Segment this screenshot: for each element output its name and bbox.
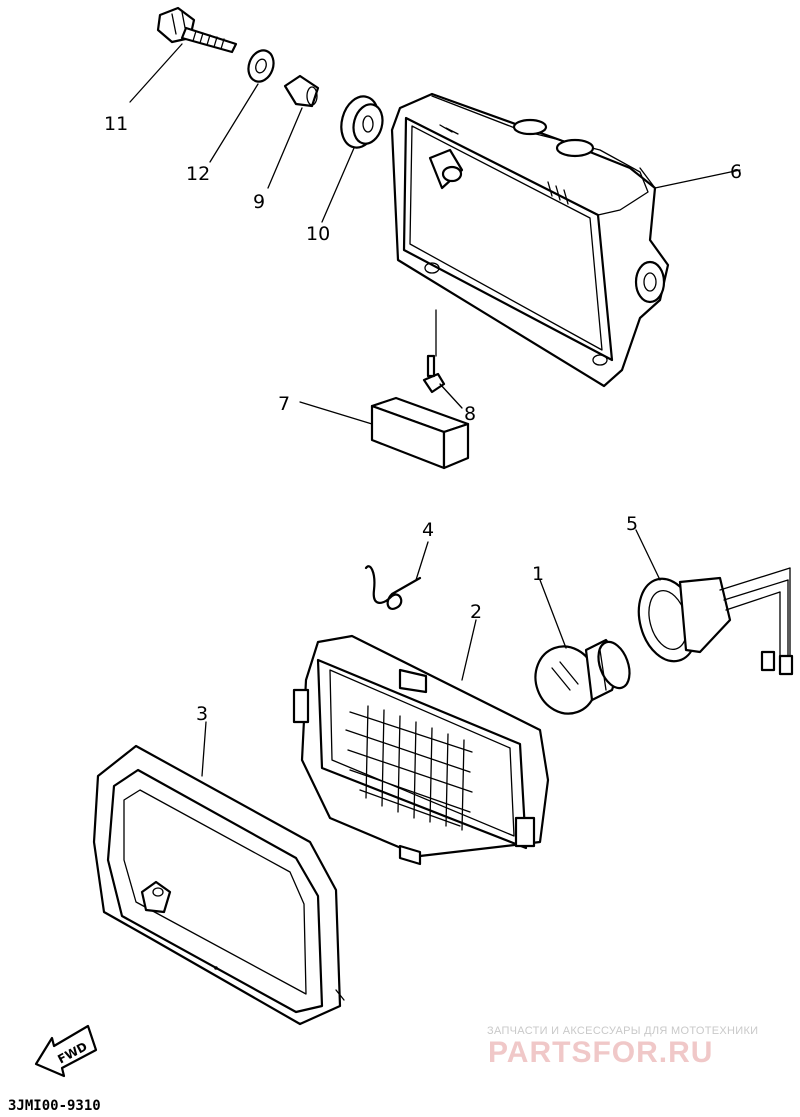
watermark-brand: PARTSFOR.RU bbox=[488, 1036, 713, 1069]
callout-11: 11 bbox=[104, 113, 128, 135]
collar-part-9 bbox=[283, 74, 320, 108]
callout-1: 1 bbox=[532, 563, 544, 585]
callout-4: 4 bbox=[422, 519, 434, 541]
callout-10: 10 bbox=[306, 223, 330, 245]
callout-3: 3 bbox=[196, 703, 208, 725]
block-part-7 bbox=[370, 396, 470, 470]
watermark-caption: ЗАПЧАСТИ И АКСЕССУАРЫ ДЛЯ МОТОТЕХНИКИ bbox=[487, 1025, 758, 1037]
callout-6: 6 bbox=[730, 161, 742, 183]
bolt-part-11 bbox=[156, 6, 238, 54]
washer-part-12 bbox=[247, 49, 275, 83]
socket-part-5 bbox=[637, 567, 794, 676]
lens-unit-part-2 bbox=[292, 634, 550, 866]
spring-clip-part-4 bbox=[364, 565, 422, 610]
callout-2: 2 bbox=[470, 601, 482, 623]
rim-part-3 bbox=[92, 744, 345, 1026]
grommet-part-10 bbox=[340, 95, 384, 149]
callout-labels: 11 12 9 10 6 7 8 4 5 1 2 3 bbox=[104, 113, 742, 725]
bulb-part-1 bbox=[534, 638, 631, 715]
drawing-code: 3JMI00-9310 bbox=[8, 1098, 101, 1114]
callout-8: 8 bbox=[464, 403, 476, 425]
housing-part-6 bbox=[390, 92, 741, 388]
leader-lines bbox=[129, 43, 661, 777]
watermark: ЗАПЧАСТИ И АКСЕССУАРЫ ДЛЯ МОТОТЕХНИКИ PA… bbox=[487, 1025, 758, 1069]
callout-7: 7 bbox=[278, 393, 290, 415]
screw-part-8 bbox=[422, 354, 446, 394]
callout-12: 12 bbox=[186, 163, 210, 185]
callout-9: 9 bbox=[253, 191, 265, 213]
callout-5: 5 bbox=[626, 513, 638, 535]
fwd-direction-arrow: FWD bbox=[34, 1024, 98, 1078]
